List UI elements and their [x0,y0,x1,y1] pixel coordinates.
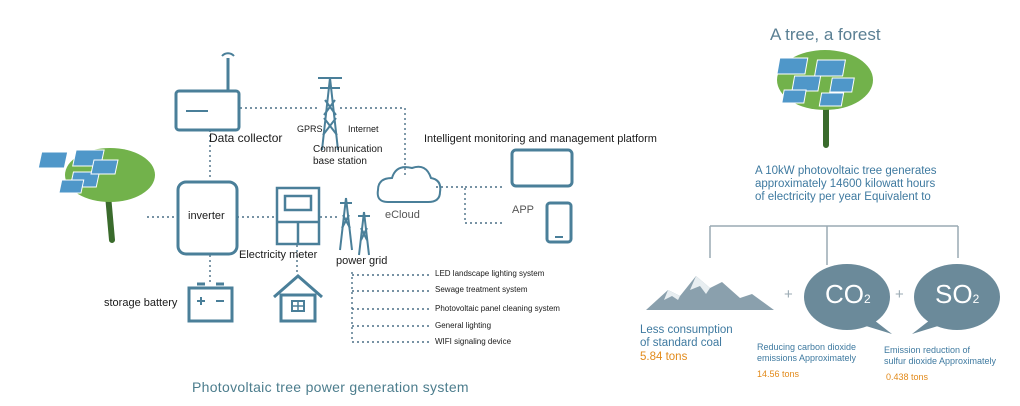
so2-badge: SO2 [935,279,980,309]
plus-sign: + [895,286,904,303]
house-icon [273,274,323,323]
communication-tower-icon [318,77,342,151]
internet-label: Internet [348,124,379,134]
app-label: APP [512,204,535,216]
load-item: General lighting [435,321,492,330]
so2-label: Emission reduction of sulfur dioxide App… [884,345,997,366]
mountain-icon [646,276,774,310]
ecloud-label: eCloud [385,209,420,221]
co2-badge: CO2 [825,279,871,309]
so2-value: 0.438 tons [886,372,929,382]
gprs-label: GPRS [297,124,323,134]
equivalence-bracket [709,225,959,265]
load-item: Sewage treatment system [435,285,528,294]
load-item: WIFI signaling device [435,337,512,346]
plus-sign: + [784,286,793,303]
battery-icon [187,282,234,323]
forest-tree-icon [776,50,873,148]
power-grid-icon [339,197,370,256]
coal-value: 5.84 tons [640,351,688,363]
panel-description: A 10kW photovoltaic tree generates appro… [755,165,937,203]
inverter-icon [176,180,239,256]
app-phone-icon [545,201,573,244]
diagram-caption: Photovoltaic tree power generation syste… [192,379,469,395]
data-collector-label: Data collector [209,131,283,145]
connector-lines [147,107,505,343]
co2-value: 14.56 tons [757,369,800,379]
power-grid-label: power grid [336,255,388,267]
storage-battery-label: storage battery [104,297,178,309]
so2-bubble-icon [912,264,1000,334]
coal-label: Less consumption of standard coal [640,324,733,350]
communication-station-label: Communication base station [313,144,383,167]
ecloud-icon [376,165,442,203]
load-item: LED landscape lighting system [435,269,545,278]
platform-label: Intelligent monitoring and management pl… [424,133,657,145]
inverter-label: inverter [188,210,225,222]
co2-bubble-icon [804,264,892,334]
electricity-meter-icon [275,186,321,246]
solar-tree-icon [37,148,155,243]
load-item: Photovoltaic panel cleaning system [435,304,560,313]
co2-label: Reducing carbon dioxide emissions Approx… [757,342,857,363]
monitor-tablet-icon [510,148,574,188]
panel-title: A tree, a forest [770,25,881,44]
electricity-meter-label: Electricity meter [239,249,318,261]
data-collector-icon [174,52,241,132]
